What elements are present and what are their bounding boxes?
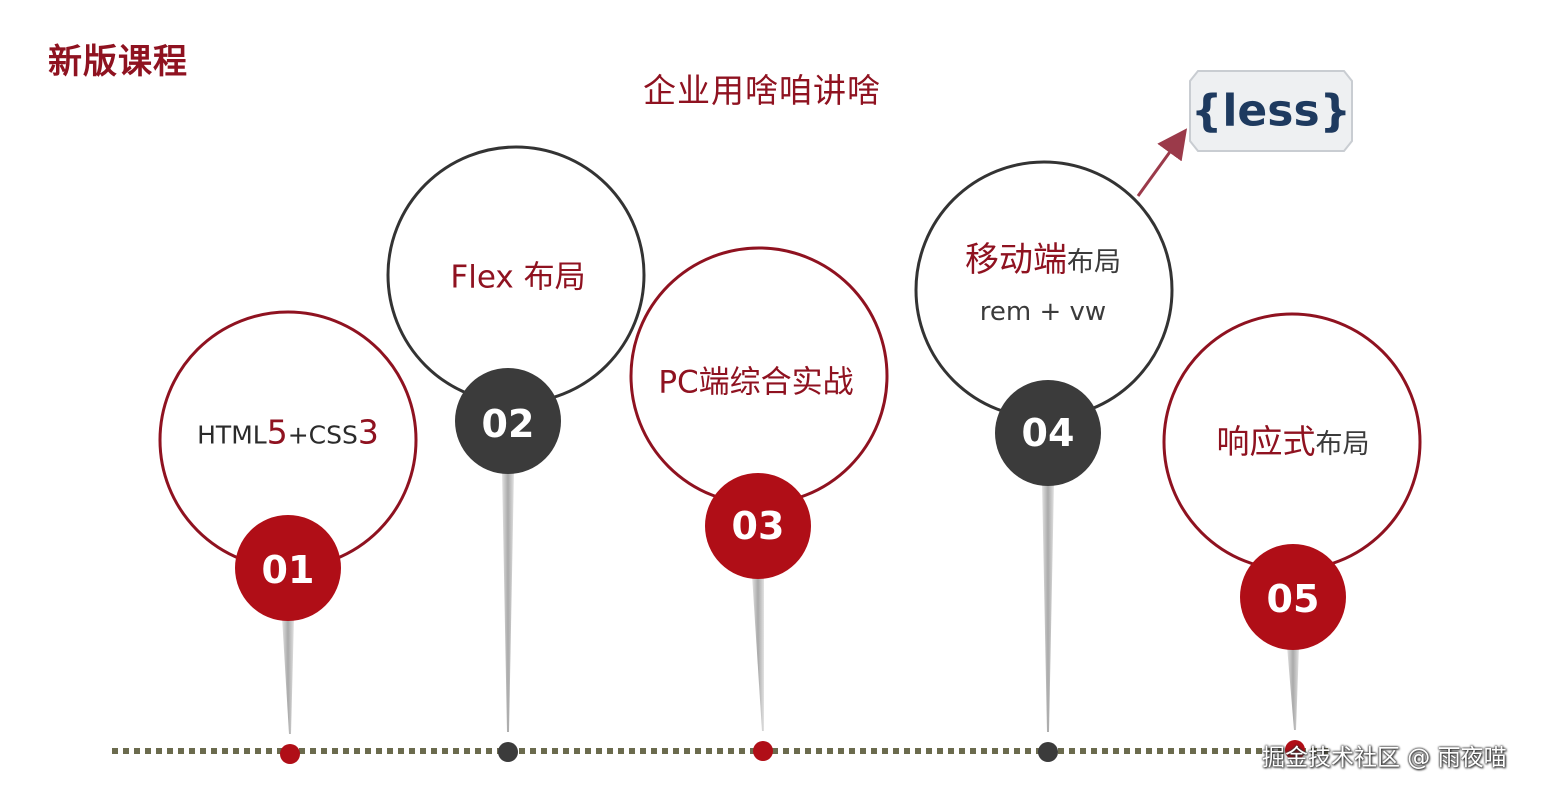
number-badge [1240, 544, 1346, 650]
label-part-accent: 移动端 [965, 240, 1067, 280]
label-part: 布局 [1315, 429, 1370, 460]
number-badge [705, 473, 811, 579]
label-part-accent: 3 [357, 412, 379, 452]
slide-subtitle: 企业用啥咱讲啥 [643, 71, 881, 110]
label-line2: rem + vw [979, 297, 1107, 327]
pin-needle [502, 470, 514, 732]
item-label-pc: PC端综合实战 [658, 357, 853, 402]
label-part-accent: 5 [266, 412, 288, 452]
slide-heading: 新版课程 [48, 42, 188, 82]
badge-number-05: 05 [1266, 577, 1320, 621]
number-badge [235, 515, 341, 621]
less-arrow [1136, 128, 1188, 197]
badge-number-02: 02 [481, 402, 535, 446]
item-label-html-css: HTML5+CSS3 [197, 413, 379, 452]
label-part: Flex 布局 [450, 259, 586, 296]
pin-needle [282, 617, 294, 734]
timeline-dot [280, 744, 300, 764]
item-label-mobile: 移动端布局 rem + vw [965, 237, 1121, 335]
label-part: PC端综合实战 [658, 364, 854, 401]
label-part: HTML [197, 420, 267, 450]
label-part: +CSS [287, 420, 358, 450]
badge-number-03: 03 [731, 504, 785, 548]
number-badge [995, 380, 1101, 486]
item-label-flex: Flex 布局 [450, 252, 585, 297]
number-badge [455, 368, 561, 474]
timeline-dot [1038, 742, 1058, 762]
item-label-responsive: 响应式布局 [1217, 415, 1370, 463]
less-logo-badge [1189, 70, 1353, 152]
pin-needle [752, 575, 764, 731]
label-part-accent: 响应式 [1216, 422, 1316, 461]
label-part: 布局 [1067, 247, 1121, 278]
badge-number-01: 01 [261, 548, 315, 592]
timeline-dot [753, 741, 773, 761]
timeline-dot [1285, 740, 1305, 760]
pin-needle [1287, 646, 1299, 730]
badge-number-04: 04 [1021, 411, 1075, 455]
pin-needle [1042, 482, 1054, 732]
watermark: 掘金技术社区 @ 雨夜喵 [1262, 745, 1507, 771]
timeline-dot [498, 742, 518, 762]
less-logo-text: {less} [1191, 85, 1351, 137]
